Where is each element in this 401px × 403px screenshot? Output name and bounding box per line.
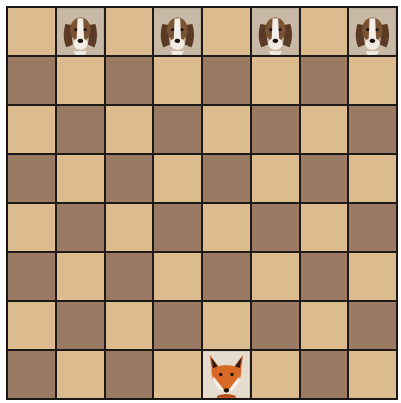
board-square-r0-c4[interactable] xyxy=(203,8,250,55)
board-square-r0-c3[interactable] xyxy=(154,8,201,55)
board-square-r4-c7[interactable] xyxy=(349,204,396,251)
board-square-r2-c0[interactable] xyxy=(8,106,55,153)
hound-icon[interactable] xyxy=(154,8,201,55)
board-square-r7-c6[interactable] xyxy=(301,351,348,398)
board-square-r6-c5[interactable] xyxy=(252,302,299,349)
board-square-r5-c2[interactable] xyxy=(106,253,153,300)
board-square-r7-c0[interactable] xyxy=(8,351,55,398)
board-square-r0-c2[interactable] xyxy=(106,8,153,55)
hound-icon[interactable] xyxy=(252,8,299,55)
board-square-r2-c2[interactable] xyxy=(106,106,153,153)
board-square-r1-c0[interactable] xyxy=(8,57,55,104)
board-square-r3-c1[interactable] xyxy=(57,155,104,202)
board-square-r5-c0[interactable] xyxy=(8,253,55,300)
board-square-r1-c4[interactable] xyxy=(203,57,250,104)
board-square-r5-c1[interactable] xyxy=(57,253,104,300)
board-square-r1-c1[interactable] xyxy=(57,57,104,104)
game-board xyxy=(6,6,398,400)
board-square-r2-c5[interactable] xyxy=(252,106,299,153)
board-square-r3-c2[interactable] xyxy=(106,155,153,202)
board-square-r2-c7[interactable] xyxy=(349,106,396,153)
board-square-r3-c7[interactable] xyxy=(349,155,396,202)
board-square-r4-c0[interactable] xyxy=(8,204,55,251)
board-square-r0-c5[interactable] xyxy=(252,8,299,55)
board-square-r4-c3[interactable] xyxy=(154,204,201,251)
board-square-r5-c4[interactable] xyxy=(203,253,250,300)
hound-icon[interactable] xyxy=(349,8,396,55)
board-square-r3-c6[interactable] xyxy=(301,155,348,202)
board-square-r3-c5[interactable] xyxy=(252,155,299,202)
board-square-r4-c2[interactable] xyxy=(106,204,153,251)
board-square-r6-c2[interactable] xyxy=(106,302,153,349)
board-square-r0-c7[interactable] xyxy=(349,8,396,55)
board-square-r6-c6[interactable] xyxy=(301,302,348,349)
board-square-r0-c0[interactable] xyxy=(8,8,55,55)
board-square-r6-c4[interactable] xyxy=(203,302,250,349)
fox-icon[interactable] xyxy=(203,351,250,398)
board-square-r7-c2[interactable] xyxy=(106,351,153,398)
board-square-r3-c0[interactable] xyxy=(8,155,55,202)
board-square-r7-c3[interactable] xyxy=(154,351,201,398)
board-square-r4-c4[interactable] xyxy=(203,204,250,251)
board-square-r0-c6[interactable] xyxy=(301,8,348,55)
hound-icon[interactable] xyxy=(57,8,104,55)
board-square-r4-c5[interactable] xyxy=(252,204,299,251)
board-square-r4-c1[interactable] xyxy=(57,204,104,251)
board-square-r1-c7[interactable] xyxy=(349,57,396,104)
board-square-r1-c2[interactable] xyxy=(106,57,153,104)
board-square-r7-c4[interactable] xyxy=(203,351,250,398)
board-square-r5-c6[interactable] xyxy=(301,253,348,300)
board-square-r7-c7[interactable] xyxy=(349,351,396,398)
board-square-r5-c3[interactable] xyxy=(154,253,201,300)
board-square-r4-c6[interactable] xyxy=(301,204,348,251)
board-square-r7-c5[interactable] xyxy=(252,351,299,398)
board-square-r6-c3[interactable] xyxy=(154,302,201,349)
board-square-r1-c3[interactable] xyxy=(154,57,201,104)
board-square-r2-c3[interactable] xyxy=(154,106,201,153)
board-square-r1-c5[interactable] xyxy=(252,57,299,104)
board-square-r2-c4[interactable] xyxy=(203,106,250,153)
board-square-r1-c6[interactable] xyxy=(301,57,348,104)
board-square-r3-c3[interactable] xyxy=(154,155,201,202)
board-square-r6-c0[interactable] xyxy=(8,302,55,349)
board-square-r2-c6[interactable] xyxy=(301,106,348,153)
board-square-r6-c1[interactable] xyxy=(57,302,104,349)
board-square-r5-c7[interactable] xyxy=(349,253,396,300)
board-square-r7-c1[interactable] xyxy=(57,351,104,398)
board-square-r3-c4[interactable] xyxy=(203,155,250,202)
board-square-r2-c1[interactable] xyxy=(57,106,104,153)
board-square-r6-c7[interactable] xyxy=(349,302,396,349)
board-square-r0-c1[interactable] xyxy=(57,8,104,55)
board-square-r5-c5[interactable] xyxy=(252,253,299,300)
